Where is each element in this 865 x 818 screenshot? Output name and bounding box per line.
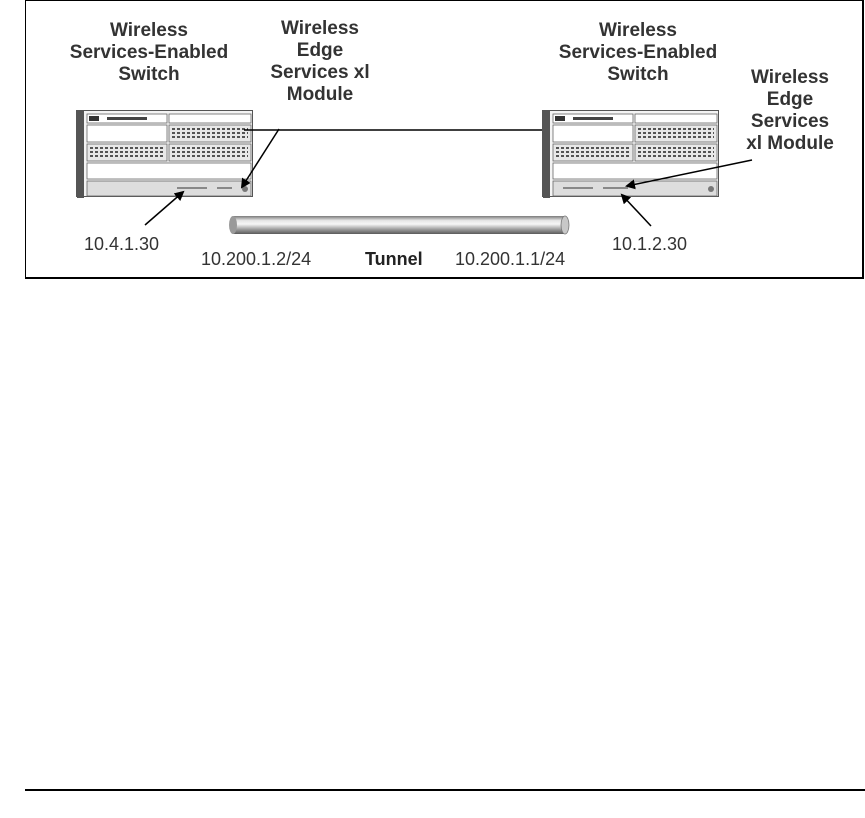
left-switch-ip: 10.4.1.30 [84, 234, 160, 254]
tunnel-left-endpoint-ip: 10.200.1.2/24 [201, 249, 312, 269]
tunnel-label: Tunnel [365, 249, 423, 269]
right-module-label: Wireless Edge Services xl Module [746, 67, 834, 154]
right-switch-label: Wireless Services-Enabled Switch [558, 20, 718, 85]
right-ip-pointer [620, 193, 652, 227]
switch-chassis-graphic [77, 111, 252, 198]
tunnel-right-endpoint-ip: 10.200.1.1/24 [455, 249, 566, 269]
footer-rule [25, 789, 865, 791]
left-module-label: Wireless Edge Services xl Module [270, 18, 370, 105]
switch-chassis-graphic [543, 111, 718, 198]
tunnel-pipe [229, 215, 570, 235]
left-switch-label: Wireless Services-Enabled Switch [69, 20, 229, 85]
left-switch-chassis [76, 110, 253, 198]
network-diagram: Wireless Services-Enabled Switch Wireles… [25, 0, 864, 279]
right-switch-chassis [542, 110, 719, 198]
right-switch-ip: 10.1.2.30 [612, 234, 688, 254]
